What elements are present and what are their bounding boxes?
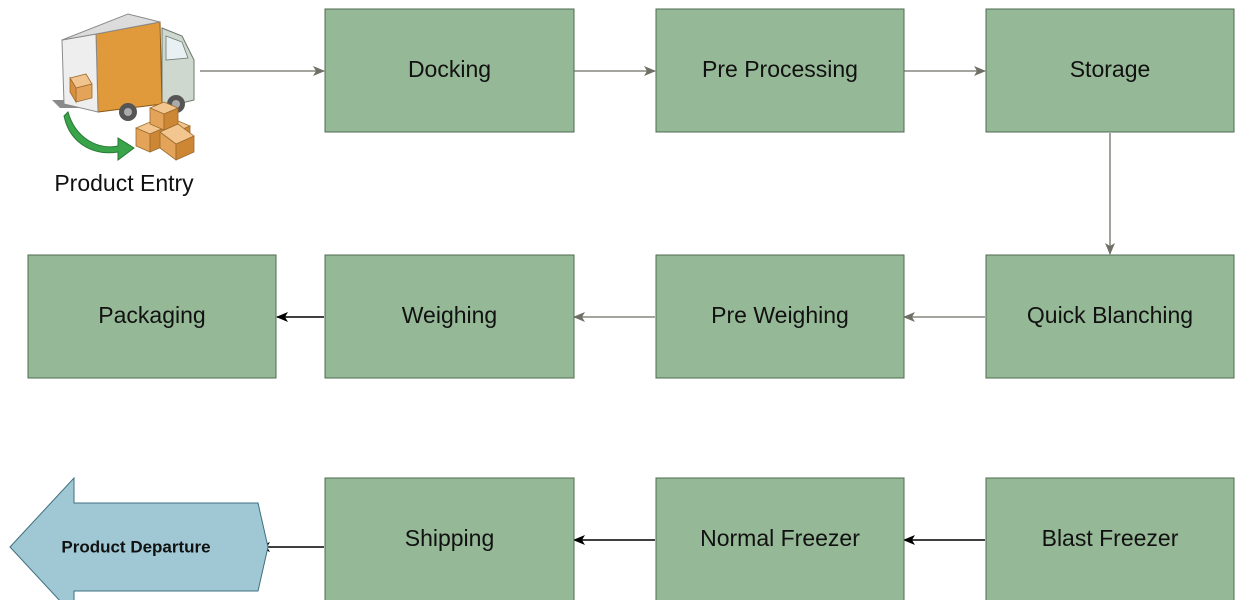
process-node-quick-blanching[interactable]: Quick Blanching [985, 254, 1235, 379]
process-label: Pre Processing [702, 56, 858, 82]
product-departure-arrow[interactable]: Product Departure [9, 476, 269, 600]
process-node-storage[interactable]: Storage [985, 8, 1235, 133]
process-box [985, 254, 1235, 379]
process-node-pre-weighing[interactable]: Pre Weighing [655, 254, 905, 379]
process-box [324, 8, 575, 133]
delivery-truck-icon [52, 13, 195, 161]
process-box [27, 254, 277, 379]
process-node-normal-freezer[interactable]: Normal Freezer [655, 477, 905, 600]
connectors [200, 66, 1115, 552]
process-box [985, 8, 1235, 133]
process-label: Normal Freezer [700, 525, 860, 551]
process-box [985, 477, 1235, 600]
process-label: Packaging [98, 302, 205, 328]
process-label: Quick Blanching [1027, 302, 1193, 328]
process-label: Blast Freezer [1042, 525, 1179, 551]
process-label: Docking [408, 56, 491, 82]
process-box [655, 477, 905, 600]
process-node-blast-freezer[interactable]: Blast Freezer [985, 477, 1235, 600]
product-entry[interactable]: Product Entry [52, 13, 195, 196]
process-box [655, 8, 905, 133]
process-node-packaging[interactable]: Packaging [27, 254, 277, 379]
process-label: Shipping [405, 525, 495, 551]
process-node-shipping[interactable]: Shipping [324, 477, 575, 600]
process-label: Storage [1070, 56, 1151, 82]
process-node-docking[interactable]: Docking [324, 8, 575, 133]
process-box [324, 477, 575, 600]
process-node-pre-processing[interactable]: Pre Processing [655, 8, 905, 133]
departure-arrow-shape [9, 476, 269, 600]
process-label: Weighing [402, 302, 497, 328]
process-box [655, 254, 905, 379]
departure-label: Product Departure [61, 537, 210, 556]
entry-label: Product Entry [54, 170, 194, 196]
process-box [324, 254, 575, 379]
process-label: Pre Weighing [711, 302, 849, 328]
process-node-weighing[interactable]: Weighing [324, 254, 575, 379]
